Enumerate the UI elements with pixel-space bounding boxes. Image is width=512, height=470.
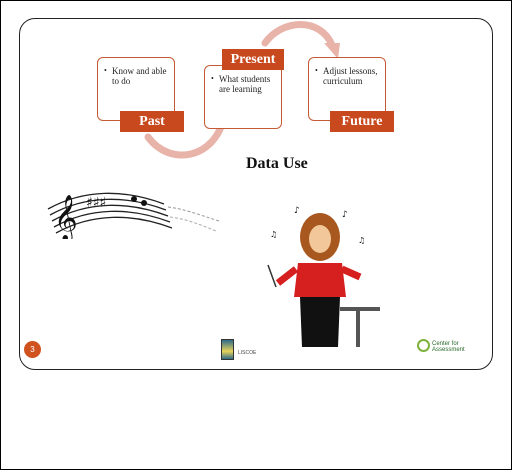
cycle-box-present: • What students are learning [204,65,282,129]
svg-text:♫: ♫ [270,230,277,239]
svg-text:♪: ♪ [342,210,348,220]
arrow-present-to-future [261,21,336,49]
cycle-text-future: Adjust lessons, curriculum [323,66,378,87]
slide: • Know and able to do Past • What studen… [19,18,493,370]
sharp-glyphs: ♯♯♯ [86,195,106,211]
music-staff-image: 𝄞 ♯♯♯ [47,192,220,239]
footer-text: LISCOE [238,350,257,356]
svg-text:♫: ♫ [358,236,365,245]
footer-logo [221,339,234,360]
cycle-label-present: Present [222,49,284,70]
logo-text-line2: Assessment [432,347,465,353]
bullet: • [211,74,214,83]
cycle-box-past: • Know and able to do [97,57,175,121]
slide-title: Data Use [246,155,308,172]
cycle-text-present: What students are learning [219,74,271,95]
logo-mark-icon [417,339,430,352]
cycle-label-past: Past [120,111,184,132]
cycle-label-future: Future [330,111,394,132]
cycle-text-past: Know and able to do [112,66,167,87]
center-for-assessment-logo: Center for Assessment [417,339,465,353]
arrow-head-future [324,43,340,59]
bullet: • [104,66,107,75]
treble-clef-glyph: 𝄞 [54,195,78,239]
svg-text:♪: ♪ [294,206,300,216]
conductor-image: ♪ ♪ ♫ ♫ [267,206,380,347]
page-number-badge: 3 [24,341,41,358]
arrow-past-to-present [144,113,228,159]
logo-text-line1: Center for [432,341,459,347]
bullet: • [315,66,318,75]
